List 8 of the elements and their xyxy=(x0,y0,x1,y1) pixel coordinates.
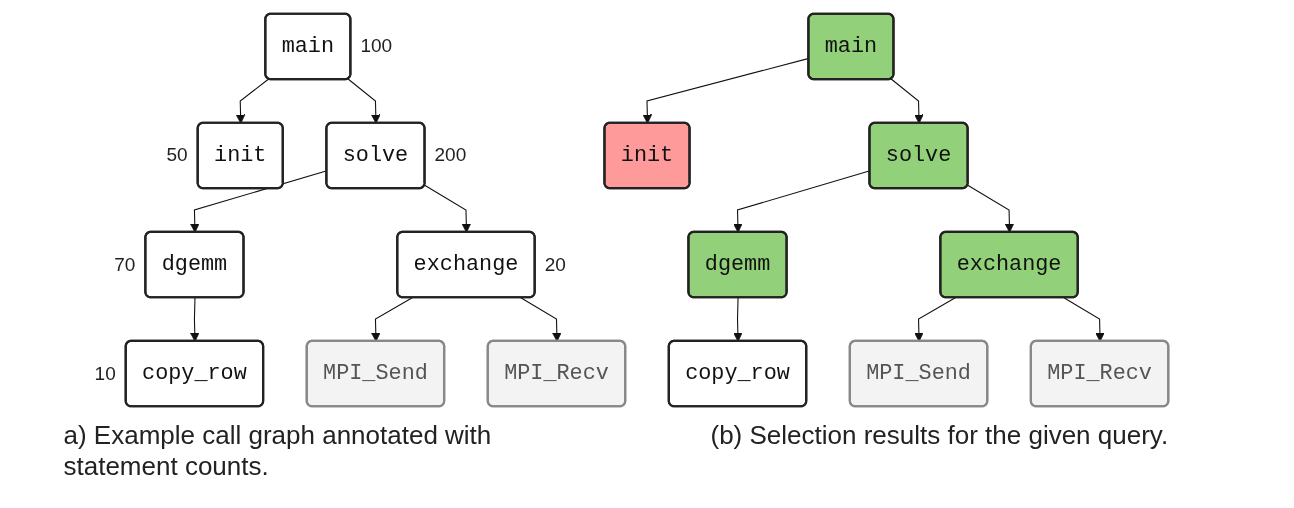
count-label: 70 xyxy=(114,253,136,276)
count-label: 100 xyxy=(360,35,393,58)
figure-caption: a) Example call graph annotated with statement counts. xyxy=(63,420,493,482)
count-label: 20 xyxy=(544,253,566,276)
count-label: 200 xyxy=(434,144,467,167)
figure-caption: (b) Selection results for the given query. xyxy=(710,420,1170,452)
count-label: 50 xyxy=(166,144,188,167)
count-label: 10 xyxy=(94,362,116,385)
